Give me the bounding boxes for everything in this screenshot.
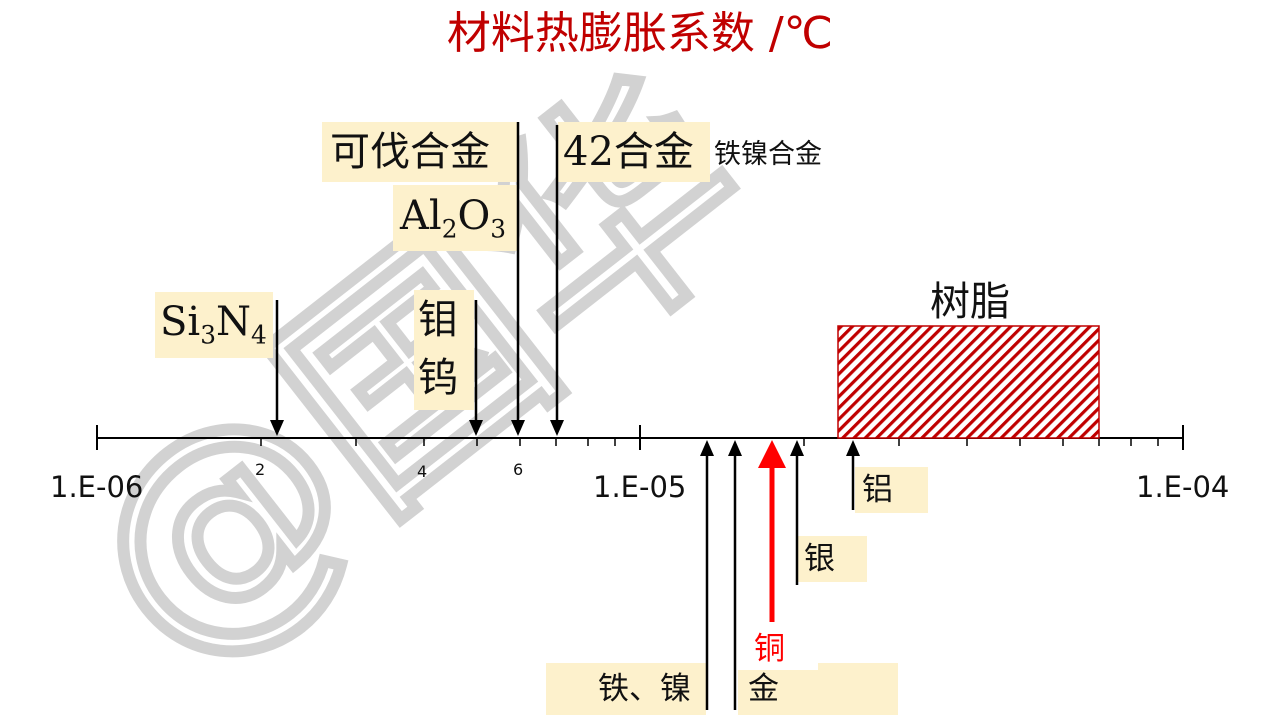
alloy42-label-box	[558, 122, 710, 182]
arrow-kovar-al2o3	[511, 122, 525, 436]
resin-range-block	[837, 325, 1100, 439]
al-label: 铝	[862, 472, 893, 508]
axis-major-label: 1.E-04	[1136, 470, 1230, 504]
alloy42-label: 42合金	[563, 129, 694, 175]
fe-ni-label-box	[546, 663, 706, 715]
resin-label: 树脂	[930, 279, 1010, 325]
al2o3-label: Al2O3	[400, 193, 507, 244]
cu-label-box	[738, 630, 818, 670]
al-label-box	[855, 467, 928, 513]
au-label-box	[738, 663, 898, 715]
axis-minor-label: 2	[255, 460, 266, 479]
arrow-si3n4	[270, 300, 284, 436]
fe-ni-label: 铁、镍	[598, 671, 691, 707]
mo-label: 钼	[418, 297, 458, 343]
arrow-au	[728, 440, 742, 710]
kovar-label: 可伐合金	[330, 129, 490, 175]
ag-label-box	[797, 536, 867, 582]
ag-label: 银	[804, 541, 835, 577]
arrow-mo-w	[469, 300, 483, 436]
axis-major-label: 1.E-05	[593, 470, 687, 504]
kovar-label-box	[322, 122, 518, 182]
arrow-alloy42	[550, 125, 564, 436]
axis-minor-label: 4	[417, 462, 428, 481]
minor-ticks-decade-2	[803, 438, 1159, 446]
mo-w-label-box	[414, 290, 474, 410]
cu-label: 铜	[754, 631, 785, 667]
arrow-fe-ni	[700, 440, 714, 710]
au-label: 金	[748, 671, 779, 707]
si3n4-label: Si3N4	[160, 299, 267, 350]
axis-major-label: 1.E-06	[50, 470, 144, 504]
feni-alloy-label: 铁镍合金	[714, 139, 822, 170]
arrow-ag	[790, 440, 804, 585]
si3n4-label-box	[155, 292, 273, 358]
arrow-cu	[758, 440, 786, 622]
al2o3-label-box	[393, 185, 518, 251]
minor-ticks-decade-1	[260, 438, 616, 446]
page-title: 材料热膨胀系数 /℃	[446, 8, 834, 59]
arrow-al	[846, 440, 860, 510]
w-label: 钨	[418, 355, 458, 401]
axis-minor-label: 6	[513, 460, 524, 479]
